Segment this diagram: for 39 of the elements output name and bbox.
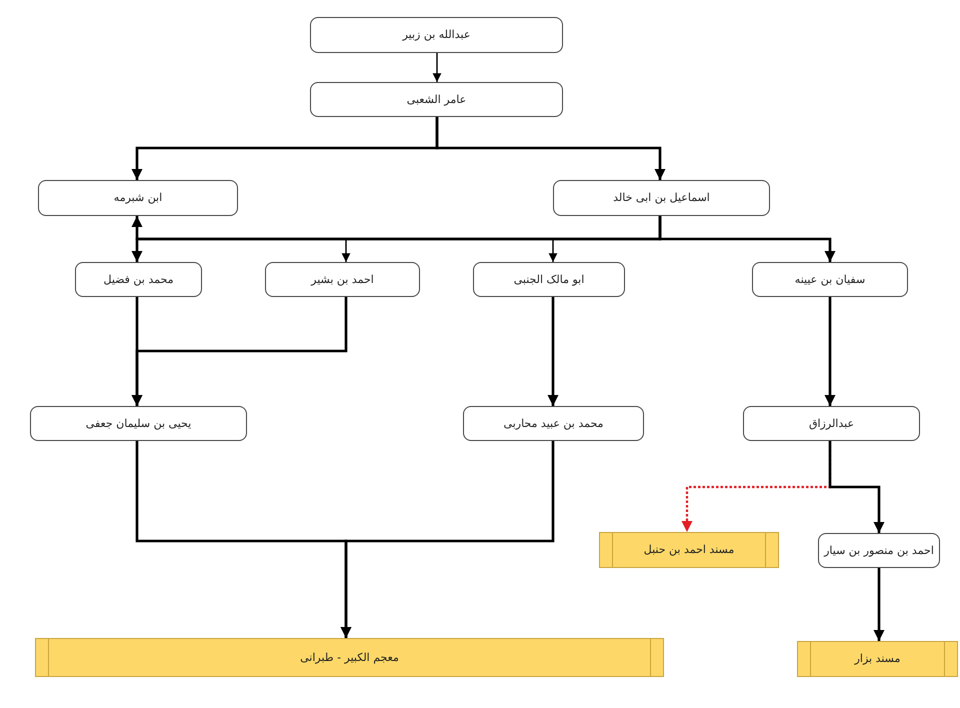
book-box: [35, 638, 664, 677]
narrator-name: عبدالرزاق: [808, 416, 854, 430]
arrow: [824, 297, 836, 406]
narrator-name: احمد بن منصور بن سیار: [824, 544, 934, 558]
narrator-box: [75, 262, 202, 297]
narrator-name: ابن شبرمه: [114, 191, 162, 205]
book-box: [599, 532, 779, 568]
narrator-name: عامر الشعبی: [406, 92, 466, 106]
narrator-box: [743, 406, 920, 441]
narrator-name: سفیان بن عیینه: [794, 272, 866, 286]
book-title: مسند احمد بن حنبل: [644, 543, 734, 557]
arrow: [340, 441, 554, 638]
narrator-name: اسماعیل بن ابی خالد: [613, 191, 710, 205]
narrator-box: [752, 262, 908, 297]
arrow: [432, 53, 442, 82]
arrow: [548, 297, 558, 406]
arrow: [874, 568, 884, 641]
book-title: مسند بزار: [854, 652, 900, 666]
narrator-box: [265, 262, 420, 297]
narrator-box: [553, 180, 770, 216]
narrator-name: یحیی بن سلیمان جعفی: [86, 416, 192, 430]
narrator-box: [463, 406, 644, 441]
narrator-name: محمد بن عبید محاربی: [504, 416, 604, 430]
book-title: معجم الکبیر - طبرانی: [300, 650, 399, 664]
narrator-name: محمد بن فضیل: [103, 272, 174, 286]
narrator-box: [818, 533, 940, 568]
narrator-name: عبدالله بن زبیر: [402, 28, 470, 42]
narrator-box: [38, 180, 238, 216]
narrator-box: [473, 262, 625, 297]
arrow: [658, 216, 836, 262]
arrow: [436, 117, 666, 180]
arrow: [828, 441, 884, 533]
arrow: [132, 297, 348, 406]
book-box: [797, 641, 958, 677]
narrator-name: احمد بن بشیر: [311, 272, 374, 286]
narrator-box: [30, 406, 247, 441]
narrator-box: [310, 17, 563, 53]
narrator-name: ابو مالک الجنبی: [514, 272, 584, 286]
narrator-box: [310, 82, 563, 117]
